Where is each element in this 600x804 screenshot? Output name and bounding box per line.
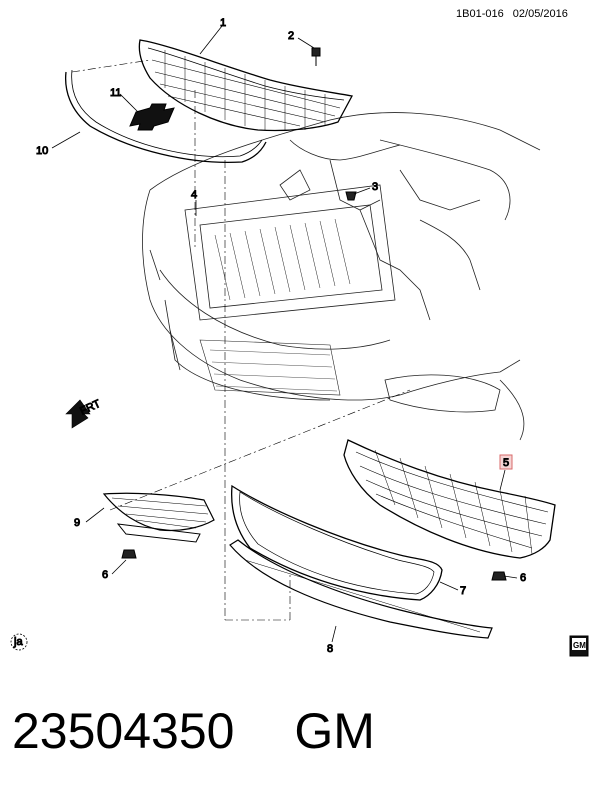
left-logo-text: ja: [13, 636, 23, 648]
callout-7: 7: [460, 585, 466, 597]
front-arrow-icon: [65, 399, 91, 429]
frt-label: FRT: [78, 398, 103, 418]
diagram-date: 02/05/2016: [512, 8, 568, 20]
front-direction-indicator: FRT: [65, 397, 103, 429]
part-upper-grille[interactable]: [138, 39, 353, 132]
callout-8: 8: [327, 643, 333, 655]
part-bowtie-emblem[interactable]: [129, 103, 175, 131]
gm-logo-badge: GM: [569, 635, 589, 657]
callout-5: 5: [503, 457, 509, 469]
brand-name: GM: [294, 703, 375, 759]
part-fastener-upper[interactable]: [311, 47, 321, 66]
diagram-reference: 1B01-016 02/05/2016: [456, 8, 574, 20]
part-upper-grille-molding[interactable]: [64, 69, 267, 164]
callout-11: 11: [110, 87, 121, 99]
callout-6-left: 6: [102, 569, 108, 581]
vehicle-front-structure: [142, 112, 541, 441]
diagram-code: 1B01-016: [456, 8, 504, 20]
alignment-lines: [71, 59, 411, 621]
part-fastener-right[interactable]: [491, 571, 507, 581]
part-fog-lamp-bezel-left[interactable]: [102, 492, 215, 543]
callout-10: 10: [36, 145, 48, 157]
exploded-view-drawing: 1 2 3 4 5 6 6 7 8 9 10 11 FRT ja: [10, 17, 589, 657]
leader-lines: [51, 25, 518, 643]
part-fastener-left[interactable]: [121, 549, 137, 559]
left-circle-logo: ja: [10, 633, 28, 651]
callout-6-right: 6: [520, 572, 526, 584]
callout-3: 3: [372, 181, 378, 193]
part-fastener-mid[interactable]: [345, 191, 357, 201]
callout-5-highlight: [499, 454, 513, 470]
callout-4: 4: [191, 189, 197, 201]
gm-logo-text: GM: [573, 641, 586, 650]
part-number-footer: 23504350 GM: [12, 702, 375, 760]
part-lower-grille-main[interactable]: [343, 439, 556, 559]
part-number: 23504350: [12, 703, 235, 759]
part-lower-grille-frame[interactable]: [230, 484, 443, 601]
callout-labels: 1 2 3 4 5 6 6 7 8 9 10 11: [36, 17, 527, 656]
callout-9: 9: [74, 517, 80, 529]
part-lower-molding[interactable]: [229, 539, 493, 639]
callout-2: 2: [288, 30, 294, 42]
callout-1: 1: [220, 17, 226, 29]
